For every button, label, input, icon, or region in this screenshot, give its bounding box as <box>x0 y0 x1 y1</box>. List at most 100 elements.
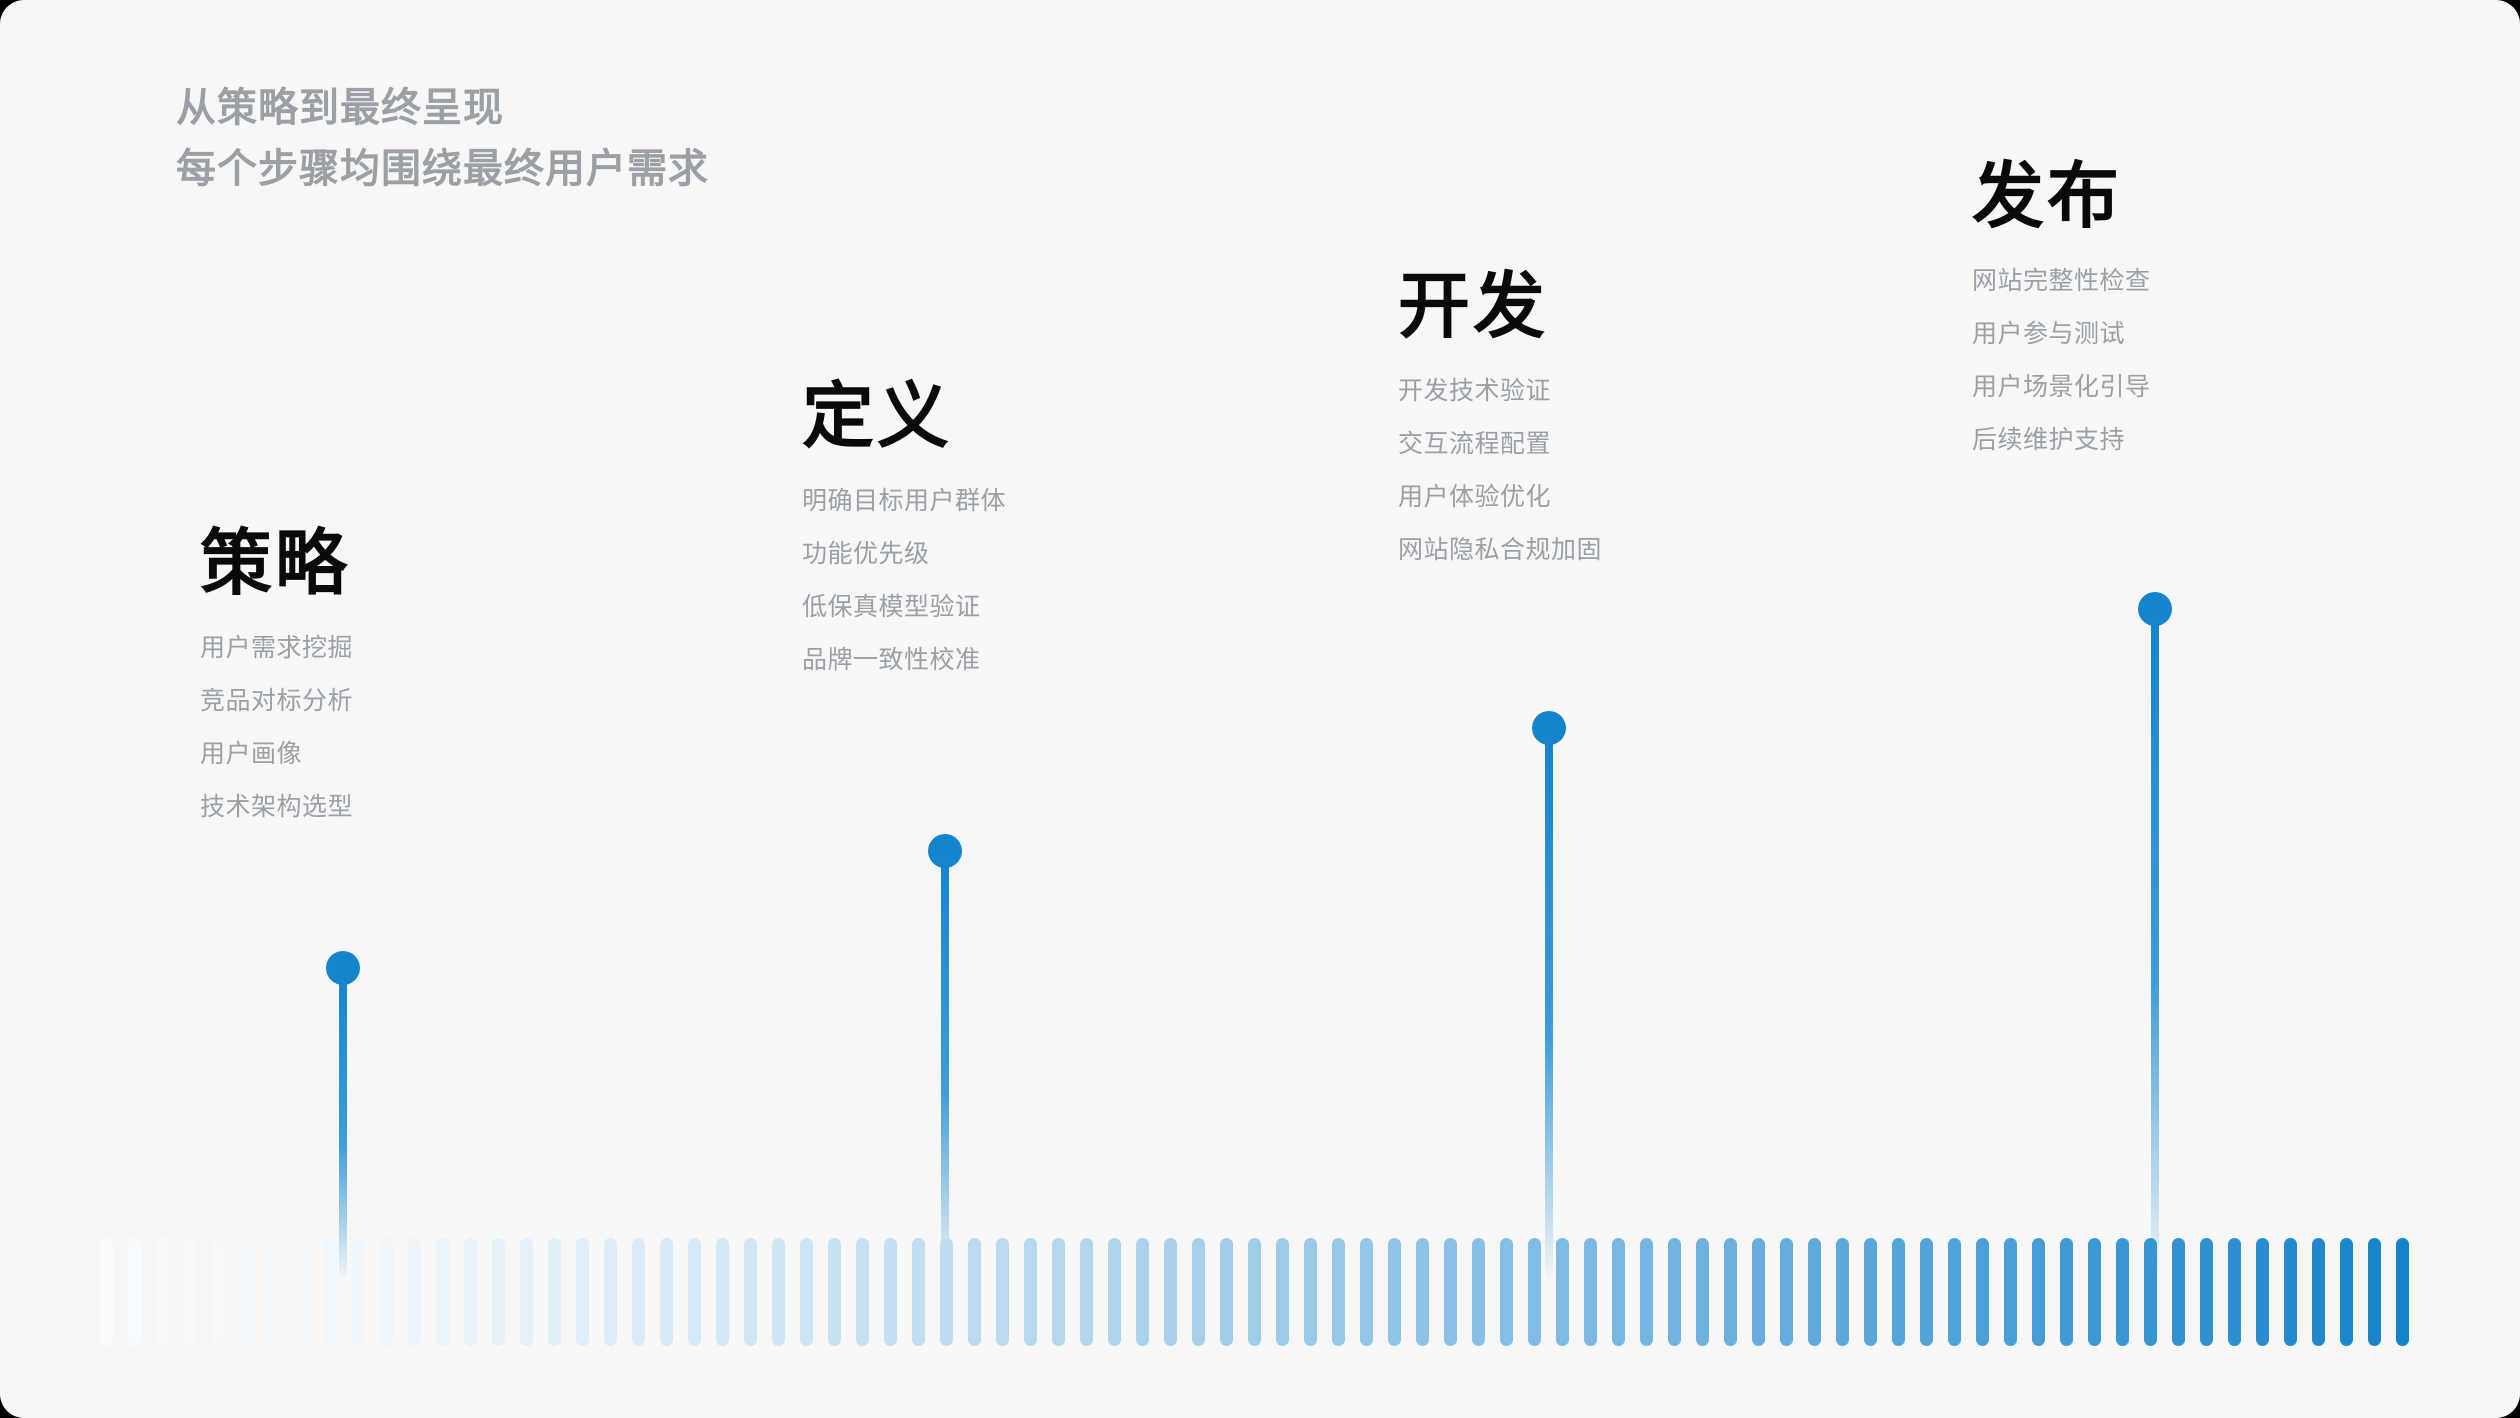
progress-bar-tick <box>716 1238 729 1346</box>
stage-title-1: 策略 <box>200 524 351 604</box>
progress-bar-tick <box>1388 1238 1401 1346</box>
progress-bar-tick <box>968 1238 981 1346</box>
progress-bar-tick <box>2004 1238 2017 1346</box>
stage-item: 竞品对标分析 <box>200 686 354 715</box>
progress-bar-tick <box>324 1238 337 1346</box>
progress-bar-tick <box>128 1238 141 1346</box>
progress-bar-tick <box>1920 1238 1933 1346</box>
progress-bar-tick <box>408 1238 421 1346</box>
progress-bar-tick <box>828 1238 841 1346</box>
progress-bar-tick <box>100 1238 113 1346</box>
stage-item-list-4: 网站完整性检查用户参与测试用户场景化引导后续维护支持 <box>1972 266 2151 454</box>
progress-bar-tick <box>492 1238 505 1346</box>
progress-bar-tick <box>912 1238 925 1346</box>
stage-item: 开发技术验证 <box>1398 376 1552 405</box>
progress-bar-tick <box>352 1238 365 1346</box>
stage-item: 用户需求挖掘 <box>200 633 354 662</box>
progress-bar-tick <box>2340 1238 2353 1346</box>
progress-bar-tick <box>1024 1238 1037 1346</box>
stage-column-2: 定义明确目标用户群体功能优先级低保真模型验证品牌一致性校准 <box>802 376 1006 701</box>
progress-bar-tick <box>996 1238 1009 1346</box>
stage-item: 用户体验优化 <box>1398 482 1552 511</box>
stage-item: 用户画像 <box>200 739 303 768</box>
progress-bar-tick <box>1556 1238 1569 1346</box>
progress-bar-tick <box>800 1238 813 1346</box>
progress-bar-tick <box>1052 1238 1065 1346</box>
stage-item: 交互流程配置 <box>1398 429 1552 458</box>
stage-item: 网站隐私合规加固 <box>1398 535 1603 564</box>
progress-bar-tick <box>772 1238 785 1346</box>
progress-bar-tick <box>1248 1238 1261 1346</box>
stage-item-list-1: 用户需求挖掘竞品对标分析用户画像技术架构选型 <box>200 633 354 820</box>
stage-item: 品牌一致性校准 <box>802 645 981 674</box>
progress-bar-tick <box>1444 1238 1457 1346</box>
stage-item: 用户参与测试 <box>1972 319 2126 348</box>
stage-item-list-3: 开发技术验证交互流程配置用户体验优化网站隐私合规加固 <box>1398 376 1603 564</box>
bar-strip <box>100 1238 2420 1346</box>
progress-bar-tick <box>1584 1238 1597 1346</box>
progress-bar-tick <box>156 1238 169 1346</box>
stage-title-3: 开发 <box>1398 267 1549 347</box>
progress-bar-tick <box>1752 1238 1765 1346</box>
heading-block: 从策略到最终呈现 每个步骤均围绕最终用户需求 <box>176 78 709 200</box>
progress-bar-tick <box>2256 1238 2269 1346</box>
progress-bar-tick <box>1080 1238 1093 1346</box>
progress-bar-tick <box>1892 1238 1905 1346</box>
progress-bar-tick <box>1864 1238 1877 1346</box>
progress-bar-tick <box>1164 1238 1177 1346</box>
heading-line-2: 每个步骤均围绕最终用户需求 <box>176 146 709 191</box>
progress-bar-tick <box>1360 1238 1373 1346</box>
stage-item: 功能优先级 <box>802 539 930 568</box>
marker-stem <box>941 862 949 1279</box>
stage-item: 明确目标用户群体 <box>802 486 1007 515</box>
progress-bar-tick <box>1472 1238 1485 1346</box>
progress-bar-tick <box>1612 1238 1625 1346</box>
stage-column-3: 开发开发技术验证交互流程配置用户体验优化网站隐私合规加固 <box>1398 266 1602 591</box>
stage-item: 后续维护支持 <box>1972 425 2126 454</box>
progress-bar-tick <box>884 1238 897 1346</box>
progress-bar-tick <box>1108 1238 1121 1346</box>
progress-bar-tick <box>940 1238 953 1346</box>
heading-line-1: 从策略到最终呈现 <box>176 86 504 130</box>
progress-bar-tick <box>1136 1238 1149 1346</box>
progress-bar-tick <box>1500 1238 1513 1346</box>
progress-bar-tick <box>1304 1238 1317 1346</box>
progress-bar-tick <box>856 1238 869 1346</box>
progress-bar-tick <box>2032 1238 2045 1346</box>
progress-bar-tick <box>184 1238 197 1346</box>
progress-bar-tick <box>576 1238 589 1346</box>
progress-bar-tick <box>520 1238 533 1346</box>
progress-bar-tick <box>2284 1238 2297 1346</box>
stage-item: 低保真模型验证 <box>802 592 981 621</box>
progress-bar-tick <box>1220 1238 1233 1346</box>
stage-item: 用户场景化引导 <box>1972 372 2151 401</box>
progress-bar-tick <box>2172 1238 2185 1346</box>
progress-bar-tick <box>1668 1238 1681 1346</box>
progress-bar-tick <box>464 1238 477 1346</box>
progress-bar-tick <box>1724 1238 1737 1346</box>
progress-bar-tick <box>380 1238 393 1346</box>
progress-bar-tick <box>1416 1238 1429 1346</box>
progress-bar-tick <box>744 1238 757 1346</box>
progress-bar-tick <box>2312 1238 2325 1346</box>
stage-item-list-2: 明确目标用户群体功能优先级低保真模型验证品牌一致性校准 <box>802 486 1007 674</box>
progress-bar-tick <box>548 1238 561 1346</box>
progress-bar-tick <box>1836 1238 1849 1346</box>
progress-bar-tick <box>688 1238 701 1346</box>
progress-bar-tick <box>1780 1238 1793 1346</box>
progress-bar-tick <box>632 1238 645 1346</box>
progress-bar-tick <box>2060 1238 2073 1346</box>
stage-title-4: 发布 <box>1972 157 2123 237</box>
progress-bar-tick <box>1808 1238 1821 1346</box>
progress-bar-tick <box>240 1238 253 1346</box>
progress-bar-tick <box>296 1238 309 1346</box>
progress-bar-tick <box>268 1238 281 1346</box>
marker-stem <box>2151 620 2159 1279</box>
progress-bar-tick <box>1528 1238 1541 1346</box>
progress-bar-tick <box>1640 1238 1653 1346</box>
stage-item: 网站完整性检查 <box>1972 266 2151 295</box>
progress-bar-tick <box>2144 1238 2157 1346</box>
progress-bar-tick <box>436 1238 449 1346</box>
progress-bar-tick <box>1192 1238 1205 1346</box>
